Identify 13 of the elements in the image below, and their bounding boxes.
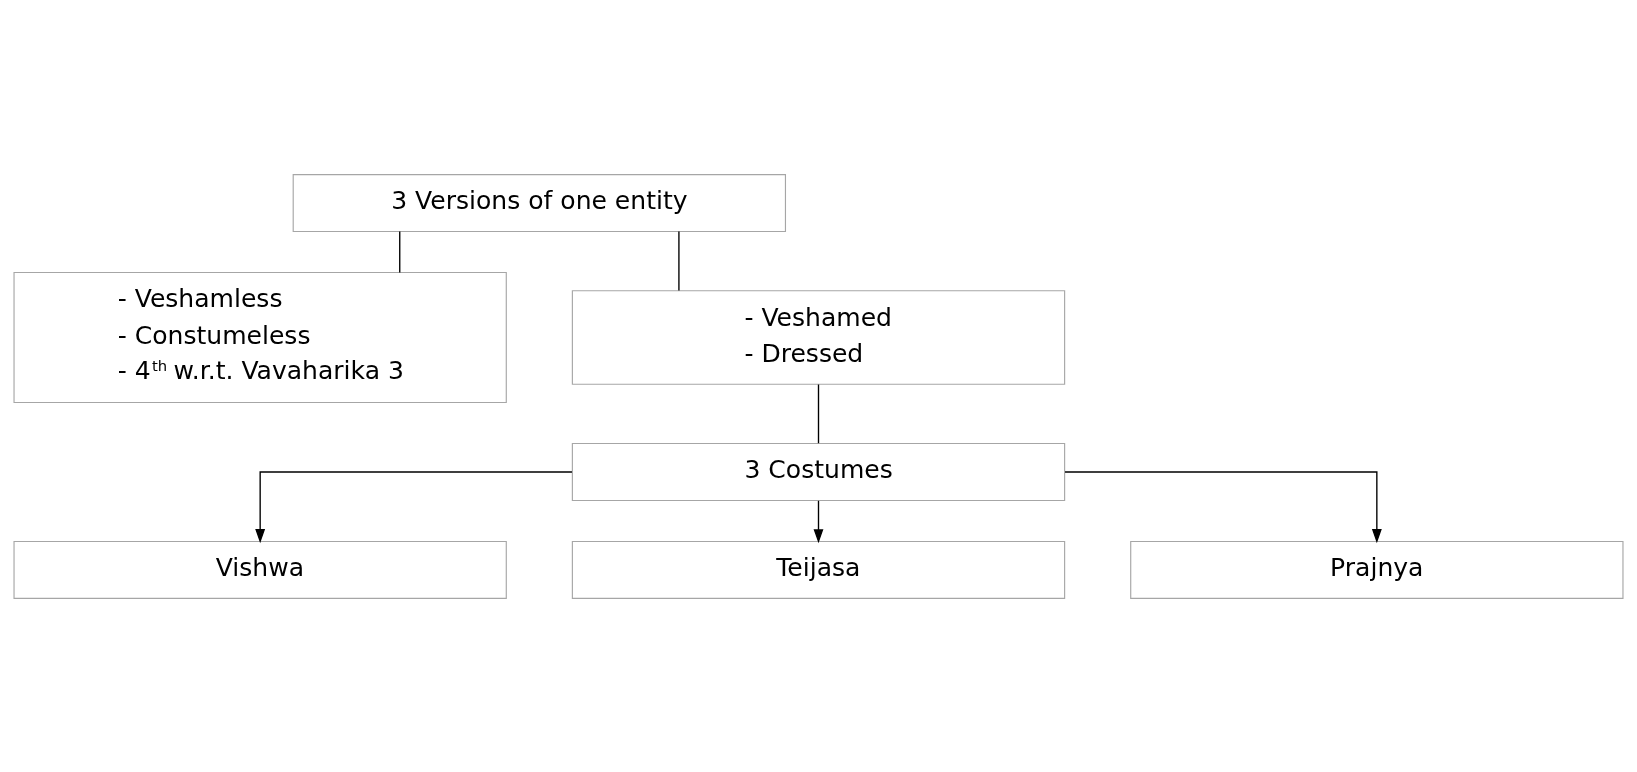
node-box: - Veshamed - Dressed (571, 289, 1066, 385)
node-box: Prajnya (1130, 540, 1624, 599)
connector (399, 230, 401, 273)
node-box: Teijasa (571, 540, 1066, 599)
arrow (255, 470, 573, 543)
connector (678, 230, 680, 291)
node-box: 3 Versions of one entity (292, 173, 787, 232)
node-box: 3 Costumes (571, 442, 1066, 501)
connector (817, 383, 820, 444)
node-box: - Veshamless - Constumeless - 4$^{th}$ w.r.t. Vavaharika 3 (13, 271, 507, 403)
arrow (1064, 470, 1382, 543)
node-box: Vishwa (13, 540, 507, 599)
arrow (813, 499, 824, 543)
